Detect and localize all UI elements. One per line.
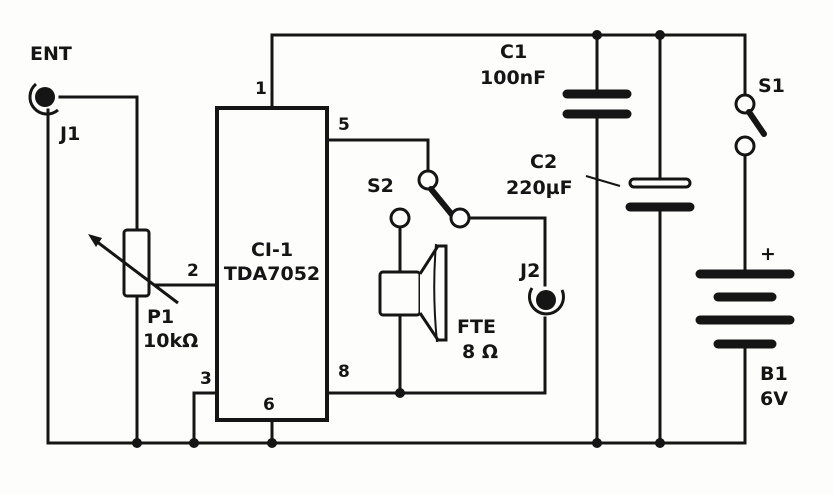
junction-dot [592,30,602,40]
junction-dot [267,438,277,448]
wire-j1-pot [58,95,139,232]
speaker-symbol [378,243,448,343]
pin-2-label: 2 [187,261,199,281]
switch-s2-symbol [389,169,471,229]
pin-3-label: 3 [200,369,212,389]
c2-name: C2 [530,151,557,173]
wire-pin3 [192,391,219,445]
speaker-value: 8 Ω [462,341,498,363]
switch-s2-label: S2 [367,175,394,197]
ic-name: CI-1 [251,239,293,261]
jack-j1-symbol [28,82,59,116]
wire-s2-j2 [466,216,547,287]
junctions [132,30,665,448]
potentiometer-symbol [88,228,179,305]
battery-symbol [695,269,795,349]
jack-j2-symbol [527,287,565,316]
jack-j2-label: J2 [518,260,540,282]
pin-6-label: 6 [263,395,275,415]
switch-s1-symbol [734,93,767,157]
pin-8-label: 8 [338,362,350,382]
junction-dot [655,30,665,40]
c1-name: C1 [500,41,527,63]
battery-value: 6V [760,388,788,410]
pin-1-label: 1 [255,79,267,99]
c2-value: 220µF [506,177,573,199]
jack-j1-label: J1 [58,123,80,145]
speaker-name: FTE [457,316,496,338]
ic-part: TDA7052 [224,263,320,285]
battery-polarity: + [760,243,776,265]
junction-dot [655,438,665,448]
ic-body [215,106,329,422]
pin-5-label: 5 [338,115,350,135]
switch-s1-label: S1 [758,75,785,97]
junction-dot [395,388,405,398]
capacitor-c2-symbol [585,175,695,212]
junction-dot [592,438,602,448]
pot-name: P1 [147,306,174,328]
c1-value: 100nF [480,67,546,89]
pot-value: 10kΩ [143,330,198,352]
battery-name: B1 [760,363,788,385]
wire-top-rail [270,33,747,110]
junction-dot [132,438,142,448]
junction-dot [189,438,199,448]
wire-pin5-s2 [325,138,430,172]
wires [46,33,747,445]
input-label: ENT [30,43,72,65]
capacitor-c1-symbol [562,89,632,119]
